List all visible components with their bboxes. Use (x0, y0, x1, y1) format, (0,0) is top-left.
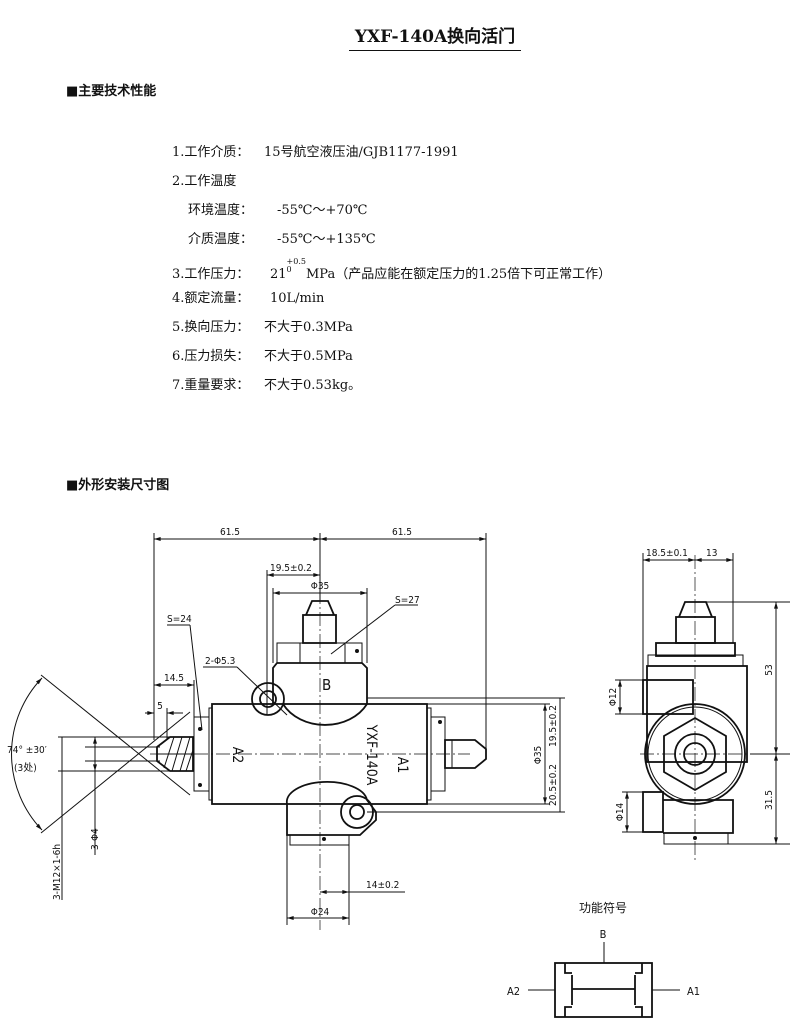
spec-key: 5.换向压力： (172, 320, 250, 335)
phi4-label: 3-Φ4 (90, 828, 101, 850)
spec-key: 4.额定流量： (172, 291, 250, 306)
spec-row: 7.重量要求： 不大于0.53kg。 (172, 374, 361, 394)
tol-lower: 0 (286, 265, 292, 274)
dim-61-5-left: 61.5 (220, 527, 240, 538)
spec-row: 2.工作温度 (172, 170, 264, 190)
dim-19-5-right: 19.5±0.2 (548, 705, 559, 747)
spec-value: -55℃～+135℃ (277, 232, 376, 247)
s27-label: S=27 (395, 595, 420, 606)
tol-upper: +0.5 (286, 257, 306, 266)
spec-key: 环境温度： (188, 203, 254, 218)
spec-row: 4.额定流量： 10L/min (172, 287, 324, 307)
symbol-title: 功能符号 (579, 900, 627, 915)
spec-value: 10L/min (270, 291, 325, 306)
spec-row: 环境温度： -55℃～+70℃ (172, 199, 367, 219)
spec-key: 7.重量要求： (172, 378, 250, 393)
spec-key: 6.压力损失： (172, 349, 250, 364)
angle-label: 74° ±30′ (7, 745, 47, 756)
spec-key: 3.工作压力： (172, 267, 250, 282)
symbol-a1-label: A1 (687, 985, 700, 998)
dim-14-5: 14.5 (164, 673, 184, 684)
spec-row: 1.工作介质： 15号航空液压油/GJB1177-1991 (172, 141, 459, 161)
spec-row: 介质温度： -55℃～+135℃ (172, 228, 376, 248)
angle-note: (3处) (14, 762, 37, 774)
spec-value: 不大于0.53kg。 (264, 378, 362, 393)
model-label: YXF-140A (363, 724, 379, 786)
spec-row: 5.换向压力： 不大于0.3MPa (172, 316, 353, 336)
thread-label: 3-M12×1-6h (52, 844, 63, 900)
spec-value: 不大于0.5MPa (264, 349, 353, 364)
spec-key: 1.工作介质： (172, 145, 250, 160)
dim-phi35-right: Φ35 (533, 746, 544, 765)
section-heading-performance: ■主要技术性能 (66, 84, 157, 99)
dim-61-5-right: 61.5 (392, 527, 412, 538)
dim-5: 5 (157, 701, 163, 712)
dim-31-5: 31.5 (764, 790, 775, 810)
spec-row: 6.压力损失： 不大于0.5MPa (172, 345, 353, 365)
dim-20-5: 20.5±0.2 (548, 764, 559, 806)
port-b-label: B (322, 676, 331, 694)
dim-13: 13 (706, 548, 717, 559)
holes-label: 2-Φ5.3 (205, 656, 235, 667)
dim-phi35-top: Φ35 (311, 581, 330, 592)
dim-14: 14±0.2 (366, 880, 399, 891)
side-view: 18.5±0.1 13 53 31.5 Φ12 Φ14 (608, 548, 790, 860)
pressure-value: 21 (270, 267, 287, 282)
function-symbol: 功能符号 B A2 A1 (507, 900, 700, 1018)
document-title: YXF-140A换向活门 (0, 22, 800, 51)
port-a1-label: A1 (394, 757, 410, 774)
dim-18-5: 18.5±0.1 (646, 548, 688, 559)
port-a2-label: A2 (229, 747, 245, 764)
dim-53: 53 (764, 664, 775, 675)
dim-phi24: Φ24 (311, 907, 330, 918)
symbol-b-label: B (600, 928, 607, 941)
phi12-label: Φ12 (608, 688, 619, 707)
section-heading-dimensions: ■外形安装尺寸图 (66, 478, 170, 493)
spec-value: MPa（产品应能在额定压力的1.25倍下可正常工作） (305, 267, 612, 282)
dim-19-5: 19.5±0.2 (270, 563, 312, 574)
front-view: B A2 YXF-140A A1 61.5 61.5 19.5±0.2 Φ35 … (7, 527, 565, 930)
symbol-a2-label: A2 (507, 985, 520, 998)
spec-key: 介质温度： (188, 232, 254, 247)
title-text: YXF-140A换向活门 (348, 27, 522, 51)
spec-value: 15号航空液压油/GJB1177-1991 (264, 145, 459, 160)
s24-label: S=24 (167, 614, 192, 625)
spec-key: 2.工作温度 (172, 174, 237, 189)
spec-value: -55℃～+70℃ (277, 203, 368, 218)
spec-value: 不大于0.3MPa (264, 320, 353, 335)
phi14-label: Φ14 (615, 802, 626, 821)
